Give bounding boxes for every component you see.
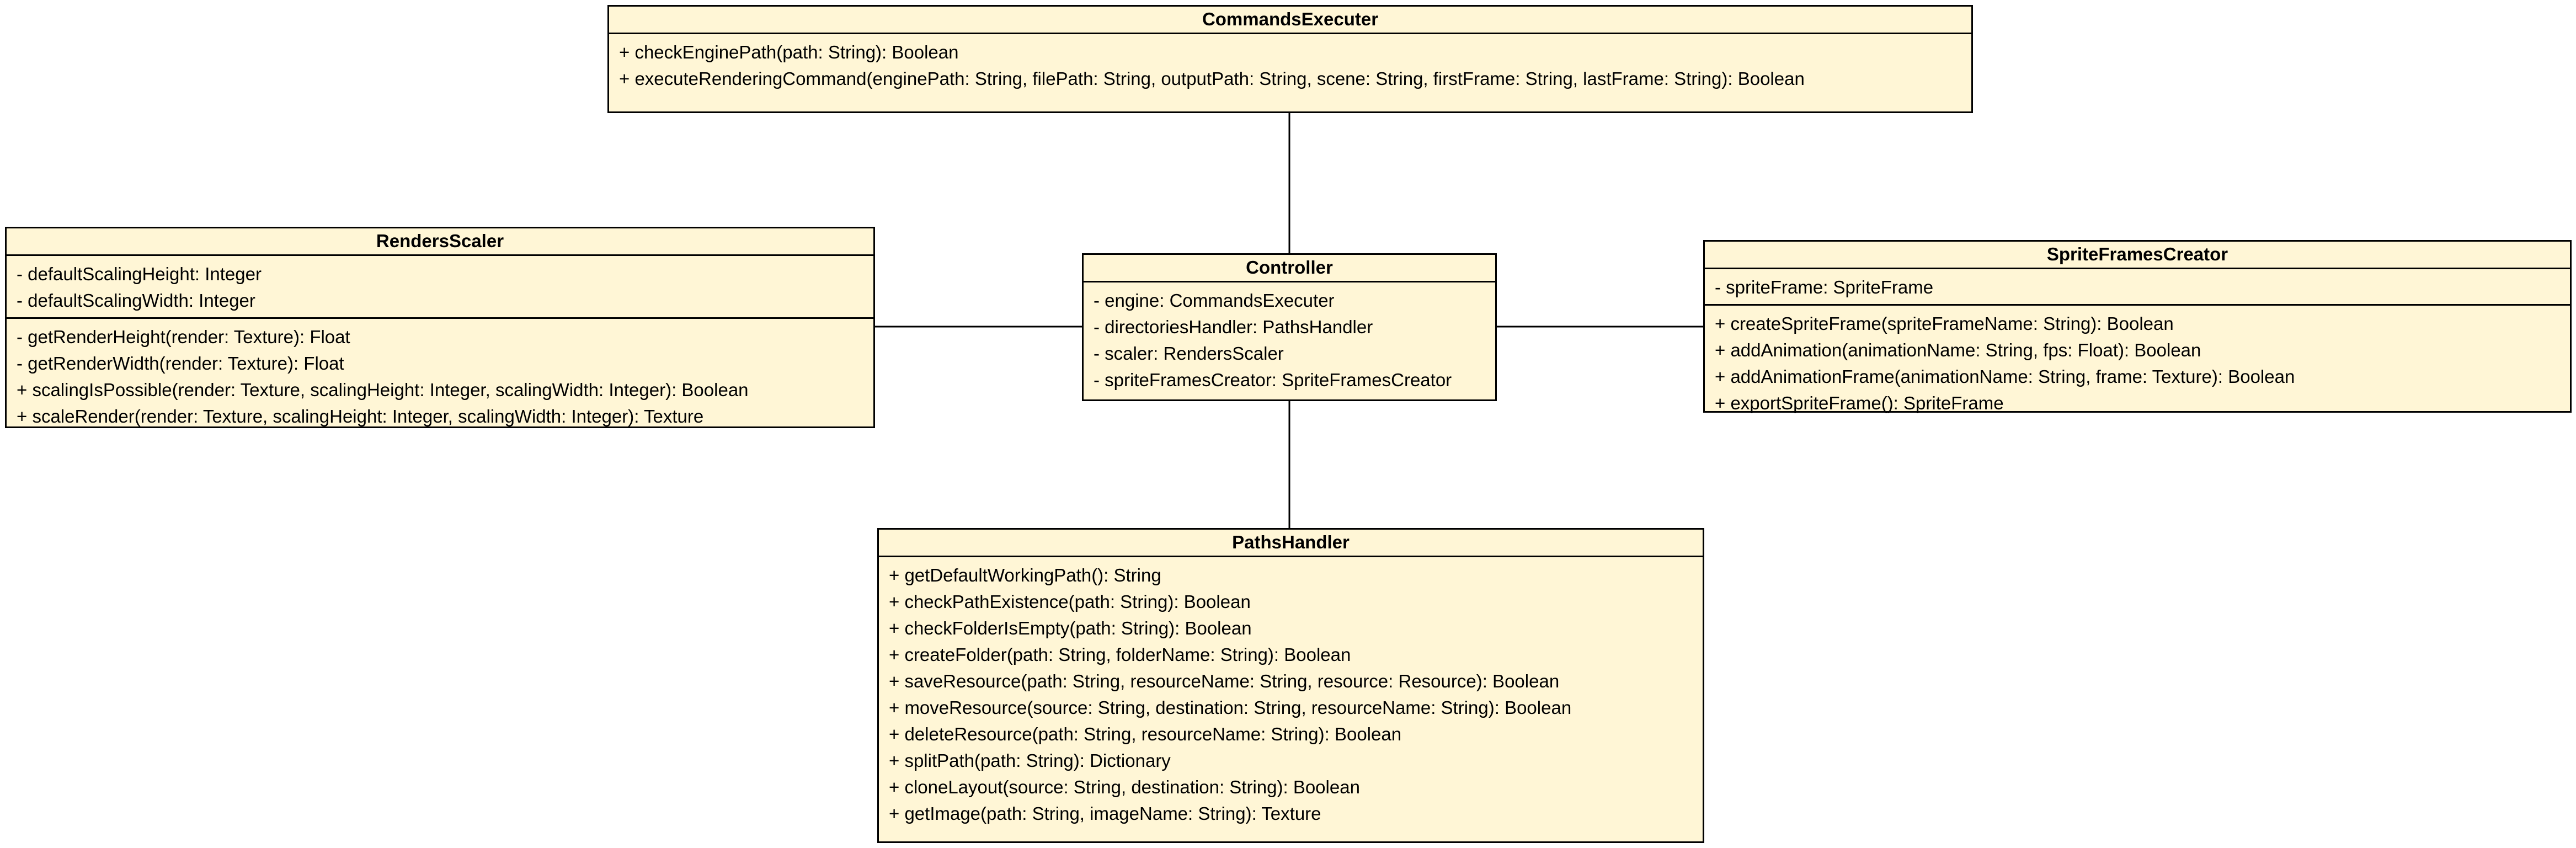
method: + saveResource(path: String, resourceNam…: [889, 671, 1560, 691]
method: + addAnimation(animationName: String, fp…: [1715, 340, 2201, 360]
method: - getRenderWidth(render: Texture): Float: [17, 353, 344, 374]
method: + cloneLayout(source: String, destinatio…: [889, 777, 1360, 797]
class-commands-executer[interactable]: CommandsExecuter + checkEnginePath(path:…: [607, 5, 1973, 113]
attribute: - defaultScalingWidth: Integer: [17, 290, 255, 311]
class-name: SpriteFramesCreator: [1705, 242, 2570, 269]
methods-section: - getRenderHeight(render: Texture): Floa…: [7, 317, 873, 433]
methods-section: + createSpriteFrame(spriteFrameName: Str…: [1705, 304, 2570, 420]
class-name: CommandsExecuter: [609, 7, 1971, 34]
class-paths-handler[interactable]: PathsHandler + getDefaultWorkingPath(): …: [877, 528, 1704, 843]
attributes-section: - defaultScalingHeight: Integer - defaul…: [7, 256, 873, 317]
method: + exportSpriteFrame(): SpriteFrame: [1715, 393, 2004, 413]
method: + executeRenderingCommand(enginePath: St…: [619, 68, 1805, 89]
method: + checkEnginePath(path: String): Boolean: [619, 42, 959, 62]
method: + moveResource(source: String, destinati…: [889, 697, 1572, 718]
method: + scaleRender(render: Texture, scalingHe…: [17, 406, 704, 426]
method: + createSpriteFrame(spriteFrameName: Str…: [1715, 313, 2174, 334]
method: + deleteResource(path: String, resourceN…: [889, 724, 1402, 744]
class-name: Controller: [1084, 255, 1495, 282]
class-name: RendersScaler: [7, 228, 873, 256]
method: - getRenderHeight(render: Texture): Floa…: [17, 327, 350, 347]
methods-section: + checkEnginePath(path: String): Boolean…: [609, 34, 1971, 95]
class-controller[interactable]: Controller - engine: CommandsExecuter - …: [1082, 253, 1497, 401]
attribute: - spriteFramesCreator: SpriteFramesCreat…: [1094, 370, 1452, 390]
attributes-section: - engine: CommandsExecuter - directories…: [1084, 282, 1495, 397]
method: + scalingIsPossible(render: Texture, sca…: [17, 380, 749, 400]
method: + checkFolderIsEmpty(path: String): Bool…: [889, 618, 1252, 638]
attribute: - directoriesHandler: PathsHandler: [1094, 317, 1373, 337]
attributes-section: - spriteFrame: SpriteFrame: [1705, 269, 2570, 304]
method: + getDefaultWorkingPath(): String: [889, 565, 1161, 585]
class-renders-scaler[interactable]: RendersScaler - defaultScalingHeight: In…: [5, 227, 875, 428]
method: + createFolder(path: String, folderName:…: [889, 644, 1351, 665]
attribute: - engine: CommandsExecuter: [1094, 290, 1335, 311]
attribute: - defaultScalingHeight: Integer: [17, 264, 262, 284]
class-sprite-frames-creator[interactable]: SpriteFramesCreator - spriteFrame: Sprit…: [1703, 240, 2572, 413]
method: + splitPath(path: String): Dictionary: [889, 750, 1171, 771]
method: + addAnimationFrame(animationName: Strin…: [1715, 366, 2295, 387]
methods-section: + getDefaultWorkingPath(): String + chec…: [879, 557, 1703, 830]
method: + getImage(path: String, imageName: Stri…: [889, 803, 1321, 824]
attribute: - spriteFrame: SpriteFrame: [1715, 277, 1934, 297]
attribute: - scaler: RendersScaler: [1094, 343, 1284, 364]
class-name: PathsHandler: [879, 530, 1703, 557]
method: + checkPathExistence(path: String): Bool…: [889, 591, 1251, 612]
